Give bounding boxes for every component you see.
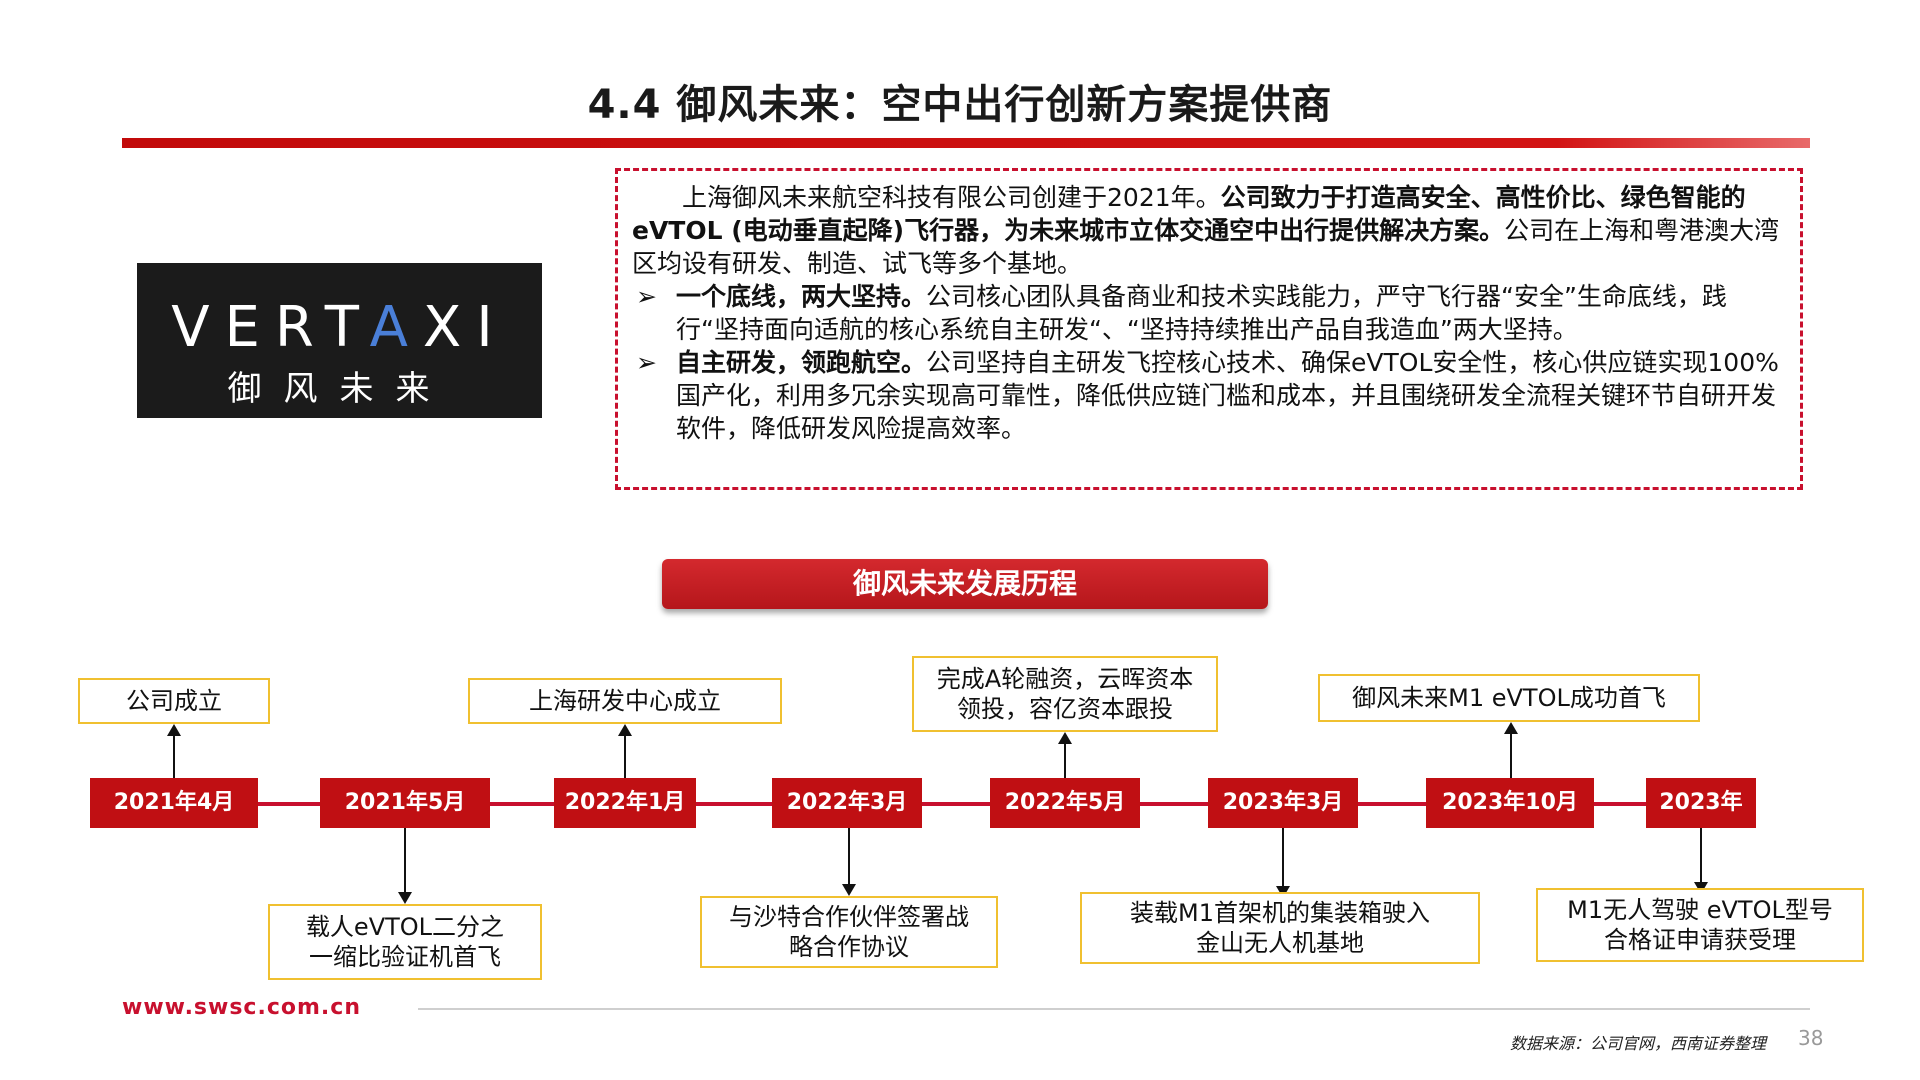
intro-paragraph: 上海御风未来航空科技有限公司创建于2021年。公司致力于打造高安全、高性价比、绿…: [632, 183, 1780, 278]
connector-line: [1282, 828, 1284, 888]
arrow-up-icon: [167, 724, 181, 736]
timeline-event: 载人eVTOL二分之一缩比验证机首飞: [268, 904, 542, 980]
connector-line: [1064, 744, 1066, 778]
arrow-down-icon: [398, 892, 412, 904]
connector-line: [1700, 828, 1702, 884]
arrow-up-icon: [618, 724, 632, 736]
company-logo: VERTAXI 御风未来: [137, 263, 542, 418]
timeline-date: 2022年5月: [990, 778, 1140, 828]
connector-line: [404, 828, 406, 892]
arrow-down-icon: [842, 884, 856, 896]
website-url: www.swsc.com.cn: [122, 995, 361, 1020]
page-title: 4.4 御风未来：空中出行创新方案提供商: [587, 82, 1333, 128]
data-source: 数据来源：公司官网，西南证券整理: [1510, 1034, 1767, 1053]
timeline-date: 2023年: [1646, 778, 1756, 828]
timeline-date: 2023年10月: [1426, 778, 1594, 828]
connector-line: [173, 736, 175, 778]
arrow-up-icon: [1058, 732, 1072, 744]
timeline-date: 2023年3月: [1208, 778, 1358, 828]
connector-line: [848, 828, 850, 886]
timeline-event: 与沙特合作伙伴签署战略合作协议: [700, 896, 998, 968]
bullet-item: ➢ 自主研发，领跑航空。公司坚持自主研发飞控核心技术、确保eVTOL安全性，核心…: [636, 348, 1779, 443]
timeline-event: M1无人驾驶 eVTOL型号合格证申请获受理: [1536, 888, 1864, 962]
bullet-arrow-icon: ➢: [636, 348, 657, 377]
arrow-up-icon: [1504, 722, 1518, 734]
page-number: 38: [1798, 1026, 1824, 1050]
timeline-event: 御风未来M1 eVTOL成功首飞: [1318, 674, 1700, 722]
timeline-event: 上海研发中心成立: [468, 678, 782, 724]
company-description: 上海御风未来航空科技有限公司创建于2021年。公司致力于打造高安全、高性价比、绿…: [615, 168, 1803, 490]
timeline-date: 2021年5月: [320, 778, 490, 828]
bullet-item: ➢ 一个底线，两大坚持。公司核心团队具备商业和技术实践能力，严守飞行器“安全”生…: [636, 282, 1727, 344]
timeline-date: 2022年1月: [554, 778, 696, 828]
timeline-title: 御风未来发展历程: [662, 559, 1268, 609]
logo-wordmark: VERTAXI: [171, 295, 508, 360]
logo-chinese-name: 御风未来: [227, 369, 452, 409]
connector-line: [1510, 734, 1512, 778]
timeline-event: 公司成立: [78, 678, 270, 724]
timeline-date: 2021年4月: [90, 778, 258, 828]
title-divider: [122, 138, 1810, 148]
timeline-date: 2022年3月: [772, 778, 922, 828]
connector-line: [624, 736, 626, 778]
timeline-event: 完成A轮融资，云晖资本领投，容亿资本跟投: [912, 656, 1218, 732]
bullet-arrow-icon: ➢: [636, 282, 657, 311]
timeline-event: 装载M1首架机的集装箱驶入金山无人机基地: [1080, 892, 1480, 964]
footer-divider: [418, 1008, 1810, 1010]
